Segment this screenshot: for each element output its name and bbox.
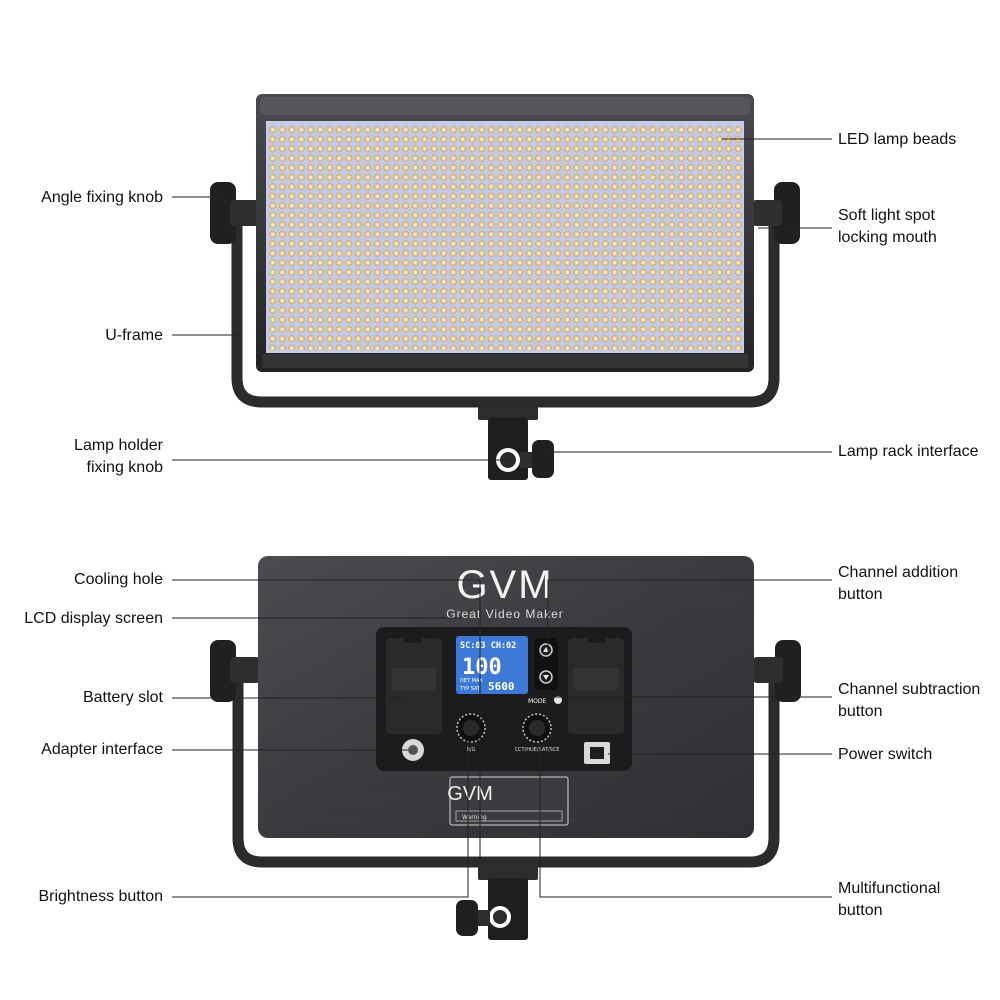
back-knob-left (210, 640, 260, 702)
angle-fixing-knob-left (210, 182, 260, 244)
back-knob-right (753, 640, 801, 702)
brand-logo: GVM (456, 563, 553, 607)
battery-slot-right (568, 633, 624, 734)
front-view (210, 94, 800, 480)
lcd-channel-text: SC:03 CH:02 (460, 641, 516, 651)
angle-fixing-knob-right (752, 182, 800, 244)
front-top-rail (260, 97, 750, 115)
lcd-brightness-text: 100 (462, 655, 502, 680)
lcd-mode-text: DET MAX (460, 678, 483, 684)
label-channel-addition-button: Channel addition button (838, 564, 959, 603)
lcd-display-screen (456, 636, 528, 694)
plate-brand: GVM (447, 783, 493, 805)
adapter-interface (402, 739, 424, 761)
lcd-temperature-text: 5600 (488, 680, 515, 693)
label-lamp-rack-interface: Lamp rack interface (838, 443, 979, 460)
plate-warning: Warning (462, 814, 487, 821)
warning-box (455, 810, 563, 822)
label-u-frame: U-frame (105, 327, 163, 344)
knob-right-label: CCT/HUE/SAT/SCE (515, 747, 560, 753)
front-lamp-holder (478, 402, 554, 480)
channel-buttons (534, 638, 558, 690)
led-lamp-beads (268, 125, 742, 350)
power-switch (584, 742, 610, 764)
label-soft-light-locking-mouth: Soft light spot locking mouth (838, 207, 937, 246)
knob-left-label: B/G (467, 747, 476, 753)
front-bottom-rail (262, 354, 748, 368)
mode-button-dot (554, 696, 562, 704)
brand-tagline: Great Video Maker (446, 607, 564, 621)
lcd-sub-text: TYP SAT (459, 686, 481, 692)
label-angle-fixing-knob: Angle fixing knob (41, 189, 163, 206)
label-adapter-interface: Adapter interface (41, 741, 163, 758)
label-led-lamp-beads: LED lamp beads (838, 131, 957, 148)
label-channel-subtraction-button: Channel subtraction button (838, 681, 981, 720)
label-battery-slot: Battery slot (82, 689, 163, 706)
label-multifunctional-button: Multifunctional button (838, 880, 941, 919)
mode-label: MODE (528, 698, 547, 705)
brightness-knob (456, 713, 486, 743)
callout-lines (172, 138, 832, 898)
multifunctional-knob (522, 713, 552, 743)
back-lamp-holder (456, 862, 538, 940)
back-view (210, 556, 801, 940)
label-power-switch: Power switch (838, 746, 933, 763)
battery-slot-left (386, 633, 442, 734)
label-lcd-display-screen: LCD display screen (24, 610, 163, 627)
label-lamp-holder-fixing-knob: Lamp holder fixing knob (74, 437, 163, 476)
label-cooling-hole: Cooling hole (74, 571, 163, 588)
label-brightness-button: Brightness button (38, 888, 163, 905)
